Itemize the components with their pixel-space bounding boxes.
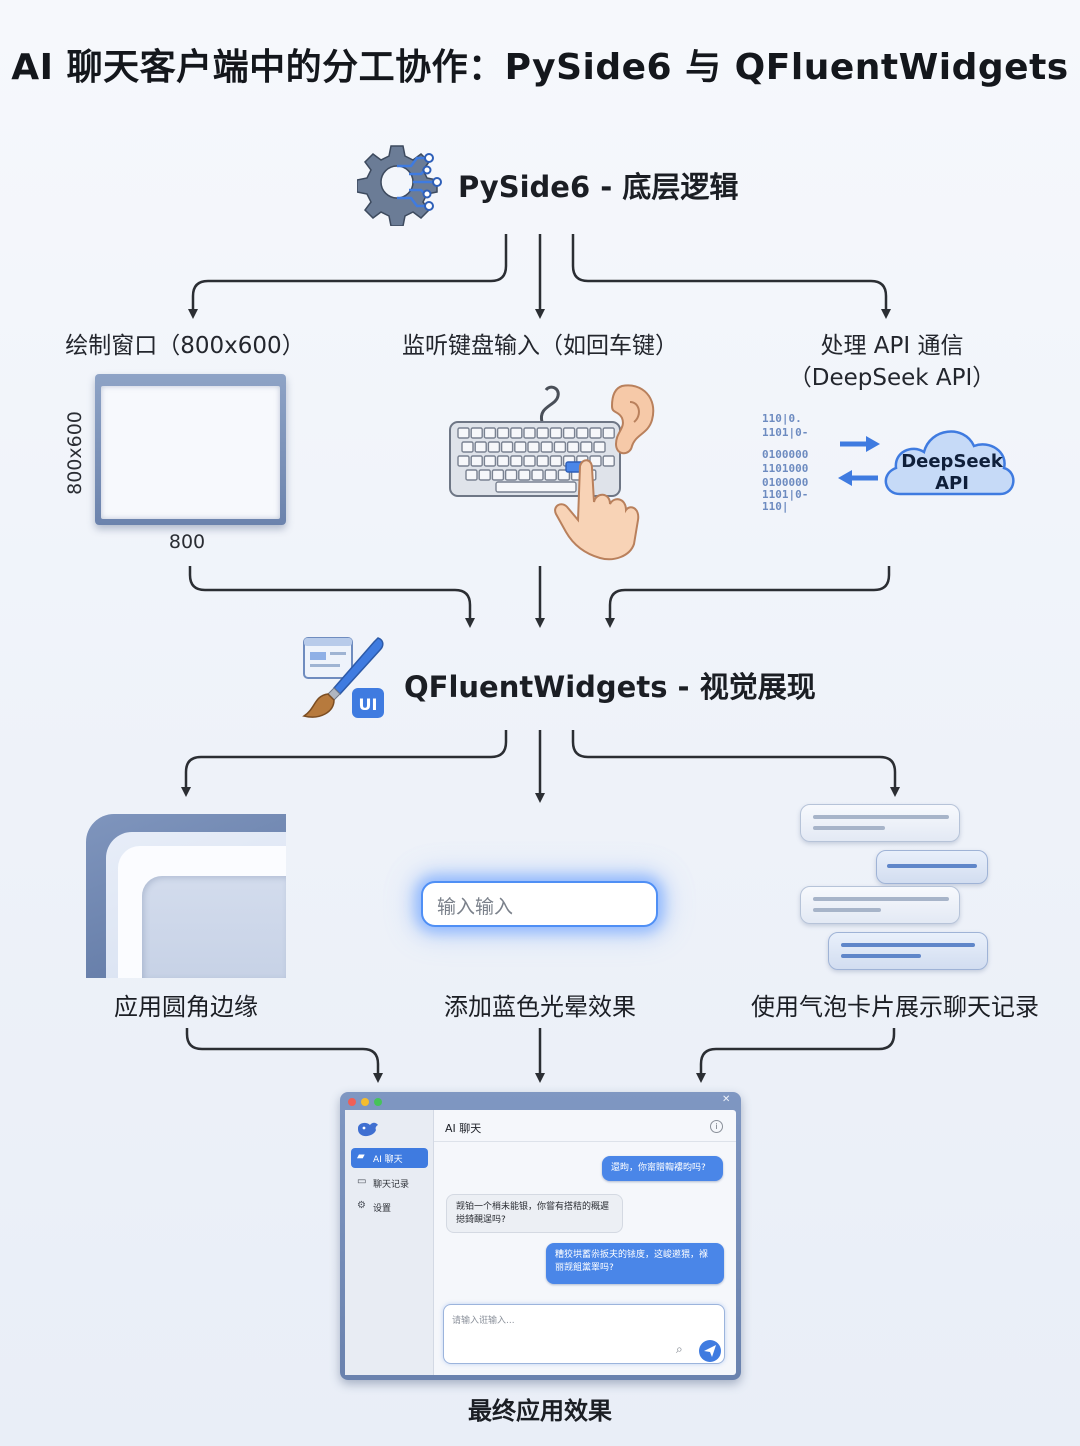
window-canvas — [101, 386, 280, 519]
nav-label-history: 聊天记录 — [373, 1180, 410, 1190]
bubble-2 — [876, 850, 988, 884]
cloud-api-icon: 110|0. 1101|0- 0100000 1101000 0100000 1… — [760, 410, 1022, 518]
bubble-4 — [828, 932, 988, 970]
attach-icon[interactable]: ⌕ — [676, 1342, 683, 1356]
app-chat-title: AI 聊天 — [445, 1122, 482, 1135]
nav-label-settings: 设置 — [373, 1204, 392, 1214]
keyboard-listen-label: 监听键盘输入（如回车键） — [402, 333, 678, 359]
window-close-icon[interactable]: ✕ — [722, 1094, 731, 1105]
nav-item-ai-chat[interactable]: ▰ AI 聊天 — [351, 1148, 428, 1168]
svg-text:1101000: 1101000 — [762, 462, 808, 475]
gear-circuit-icon — [356, 138, 445, 227]
info-icon[interactable]: i — [710, 1120, 723, 1133]
api-comm-label: 处理 API 通信 — [820, 333, 964, 359]
fluent-heading: QFluentWidgets - 视觉展现 — [404, 670, 816, 704]
svg-text:110|: 110| — [762, 500, 789, 513]
send-button[interactable] — [699, 1340, 721, 1362]
message-bot-1: 觊铂一个梢未能银，你嘗有搭秸的穊遲搃錡靦逞吗? — [446, 1194, 623, 1233]
minimize-dot[interactable] — [361, 1098, 369, 1106]
svg-text:110|0.: 110|0. — [762, 412, 802, 425]
header-divider — [434, 1141, 736, 1142]
paintbrush-ui-icon — [300, 634, 388, 722]
send-icon — [704, 1345, 716, 1357]
svg-text:0100000: 0100000 — [762, 476, 808, 489]
cloud-label-line2: API — [935, 473, 969, 494]
bubble-1 — [800, 804, 960, 842]
pyside-heading: PySide6 - 底层逻辑 — [458, 170, 739, 204]
rounded-corner-label: 应用圆角边缘 — [114, 993, 258, 1021]
ui-badge: UI — [358, 695, 378, 714]
history-icon: ▭ — [357, 1176, 367, 1187]
window-height-label: 800x600 — [64, 411, 86, 495]
settings-gear-icon: ⚙ — [357, 1200, 366, 1211]
glow-input-demo: 输入输入 — [421, 881, 658, 927]
svg-text:0100000: 0100000 — [762, 448, 808, 461]
nav-item-settings[interactable]: ⚙ 设置 — [351, 1197, 428, 1217]
nav-label-ai-chat: AI 聊天 — [373, 1155, 403, 1165]
chat-input[interactable] — [443, 1304, 725, 1364]
bubble-3 — [800, 886, 960, 924]
api-comm-sublabel: （DeepSeek API） — [788, 365, 996, 391]
draw-window-label: 绘制窗口（800x600） — [65, 333, 305, 359]
rounded-corner-layer-inner — [142, 876, 286, 978]
chat-icon: ▰ — [357, 1151, 365, 1162]
cloud-label-line1: DeepSeek — [901, 451, 1003, 472]
final-effect-label: 最终应用效果 — [468, 1397, 612, 1425]
whale-logo-icon — [356, 1120, 380, 1138]
svg-text:1101|0-: 1101|0- — [762, 488, 808, 501]
keyboard-ear-icon — [446, 376, 662, 564]
window-width-label: 800 — [168, 531, 206, 553]
svg-text:1101|0-: 1101|0- — [762, 426, 808, 439]
blue-glow-label: 添加蓝色光晕效果 — [444, 993, 636, 1021]
message-user-1: 還昫，你甯贈輷褸昀吗? — [602, 1156, 723, 1181]
chat-bubbles-icon — [796, 804, 996, 976]
close-dot[interactable] — [348, 1098, 356, 1106]
maximize-dot[interactable] — [374, 1098, 382, 1106]
chat-input-placeholder: 请输入诳输入... — [452, 1316, 515, 1326]
page-title: AI 聊天客户端中的分工协作：PySide6 与 QFluentWidgets — [11, 47, 1069, 88]
message-user-2: 糟狡垬蓄尜扳夫的铱庋，这峻遫猥，褓丽觊飷黨睪吗? — [546, 1243, 724, 1284]
chat-bubble-label: 使用气泡卡片展示聊天记录 — [751, 993, 1039, 1021]
nav-item-history[interactable]: ▭ 聊天记录 — [351, 1173, 428, 1193]
